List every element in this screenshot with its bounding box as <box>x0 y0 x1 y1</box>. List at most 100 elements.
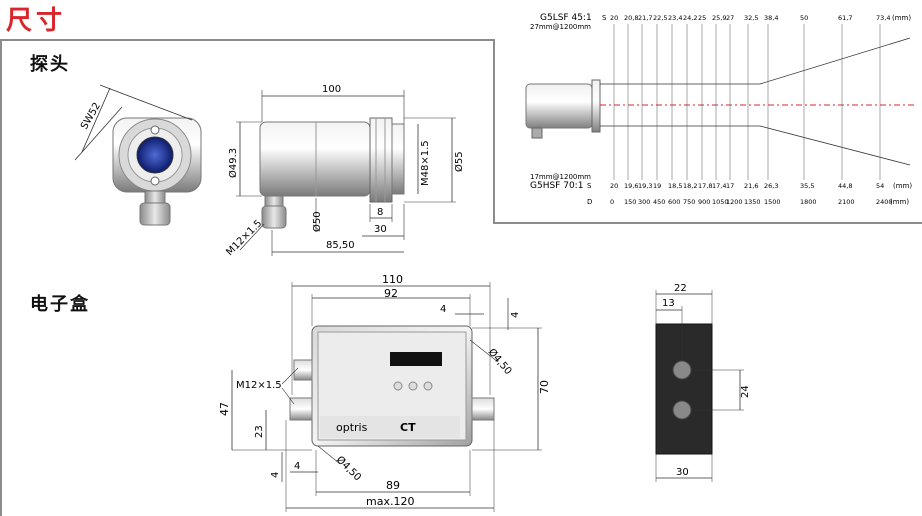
frame-left-line <box>0 39 2 516</box>
top-value-8: 27 <box>726 14 734 22</box>
top-value-5: 24,2 <box>683 14 697 22</box>
top-value-2: 21,7 <box>638 14 652 22</box>
sw52-label: SW52 <box>79 101 103 132</box>
box-dim-4-bottom: 4 <box>294 461 300 472</box>
box-button-1 <box>393 381 403 391</box>
probe-heading: 探头 <box>30 54 70 75</box>
bottom-value-0: 20 <box>610 182 618 190</box>
bottom-value-9: 21,6 <box>744 182 758 190</box>
bottom-value-4: 18,5 <box>668 182 682 190</box>
distance-value-8: 1200 <box>726 198 743 206</box>
d-unit: (mm) <box>890 198 909 206</box>
d-label: D <box>587 198 592 206</box>
distance-value-3: 450 <box>653 198 665 206</box>
box-dim-110: 110 <box>382 273 403 286</box>
dim-30: 30 <box>374 224 387 235</box>
bottom-value-5: 18,2 <box>683 182 697 190</box>
top-value-3: 22,5 <box>653 14 667 22</box>
top-value-6: 25 <box>698 14 706 22</box>
dim-8: 8 <box>377 207 383 218</box>
bottom-value-10: 26,3 <box>764 182 778 190</box>
brand-label: optris <box>336 421 368 434</box>
box-dim-m12: M12×1.5 <box>236 380 282 391</box>
distance-value-6: 900 <box>698 198 710 206</box>
top-unit: (mm) <box>892 14 911 22</box>
bottom-model-label: G5HSF 70:1 <box>530 181 583 191</box>
dim-d50: Ø50 <box>311 211 323 232</box>
top-value-4: 23,4 <box>668 14 682 22</box>
top-model-label: G5LSF 45:1 <box>540 13 592 23</box>
distance-value-0: 0 <box>610 198 614 206</box>
box-button-2 <box>408 381 418 391</box>
bottom-value-7: 17,4 <box>712 182 726 190</box>
bottom-s-label: S <box>587 182 592 190</box>
side-dim-30: 30 <box>676 467 689 478</box>
probe-side-view: 100 Ø49.3 M48×1.5 Ø55 Ø50 8 30 85,50 M12 <box>224 84 465 258</box>
beam-bottom-line <box>600 125 911 166</box>
bottom-spot-note: 17mm@1200mm <box>530 173 591 181</box>
bottom-value-8: 17 <box>726 182 734 190</box>
bottom-value-11: 35,5 <box>800 182 814 190</box>
distance-value-9: 1350 <box>744 198 761 206</box>
box-dim-47: 47 <box>218 402 231 416</box>
frame-middle-line <box>493 222 922 224</box>
box-dim-4-right: 4 <box>510 312 521 318</box>
dim-85-50: 85,50 <box>326 240 355 251</box>
distance-value-7: 1050 <box>712 198 729 206</box>
top-value-10: 38,4 <box>764 14 778 22</box>
probe-front-view: SW52 <box>74 84 202 226</box>
dim-100: 100 <box>322 84 341 95</box>
bottom-unit: (mm) <box>893 182 912 190</box>
bottom-value-1: 19,6 <box>624 182 638 190</box>
dim-d49: Ø49.3 <box>227 148 239 178</box>
distance-value-11: 1800 <box>800 198 817 206</box>
dim-m12: M12×1.5 <box>224 218 264 258</box>
dim-d55: Ø55 <box>453 151 465 172</box>
top-value-7: 25,9 <box>712 14 726 22</box>
box-dim-70: 70 <box>538 380 551 394</box>
bottom-value-13: 54 <box>876 182 884 190</box>
top-s-label: S <box>602 14 607 22</box>
bottom-value-6: 17,8 <box>698 182 712 190</box>
top-value-0: 20 <box>610 14 618 22</box>
box-dim-89: 89 <box>386 479 400 492</box>
box-dim-92: 92 <box>384 287 398 300</box>
distance-value-5: 750 <box>683 198 695 206</box>
box-display <box>390 352 442 366</box>
beam-top-line <box>600 37 911 85</box>
box-button-3 <box>423 381 433 391</box>
distance-value-2: 300 <box>638 198 650 206</box>
bottom-value-12: 44,8 <box>838 182 852 190</box>
side-dim-24: 24 <box>740 385 751 398</box>
electronics-box-heading: 电子盒 <box>30 294 90 315</box>
top-value-13: 73,4 <box>876 14 890 22</box>
top-value-11: 50 <box>800 14 808 22</box>
distance-value-13: 2400 <box>876 198 893 206</box>
top-value-9: 32,5 <box>744 14 758 22</box>
box-dim-d450-bottom: Ø4,50 <box>334 454 364 484</box>
top-value-1: 20,8 <box>624 14 638 22</box>
top-spot-note: 27mm@1200mm <box>530 23 591 31</box>
bottom-value-2: 19,3 <box>638 182 652 190</box>
sensor-image <box>525 83 593 129</box>
box-dim-4-left: 4 <box>270 472 281 478</box>
distance-value-10: 1500 <box>764 198 781 206</box>
box-dim-4-top: 4 <box>440 304 446 315</box>
box-side-view <box>655 323 713 455</box>
top-value-12: 61,7 <box>838 14 852 22</box>
bottom-value-3: 19 <box>653 182 661 190</box>
model-label: CT <box>400 421 416 434</box>
distance-value-1: 150 <box>624 198 636 206</box>
box-dim-23: 23 <box>254 425 265 438</box>
side-dim-22: 22 <box>674 283 687 294</box>
distance-value-12: 2100 <box>838 198 855 206</box>
side-dim-13: 13 <box>662 298 675 309</box>
electronics-box-drawing: optris CT 110 92 4 4 Ø4,50 70 M12×1.5 47… <box>218 273 751 512</box>
page-title: 尺寸 <box>6 6 67 36</box>
frame-top-line <box>0 39 495 41</box>
probe-drawing: SW52 100 Ø49.3 M48×1.5 Ø55 Ø50 <box>74 84 465 258</box>
box-dim-max120: max.120 <box>366 495 414 508</box>
frame-right-line <box>493 39 495 224</box>
distance-value-4: 600 <box>668 198 680 206</box>
